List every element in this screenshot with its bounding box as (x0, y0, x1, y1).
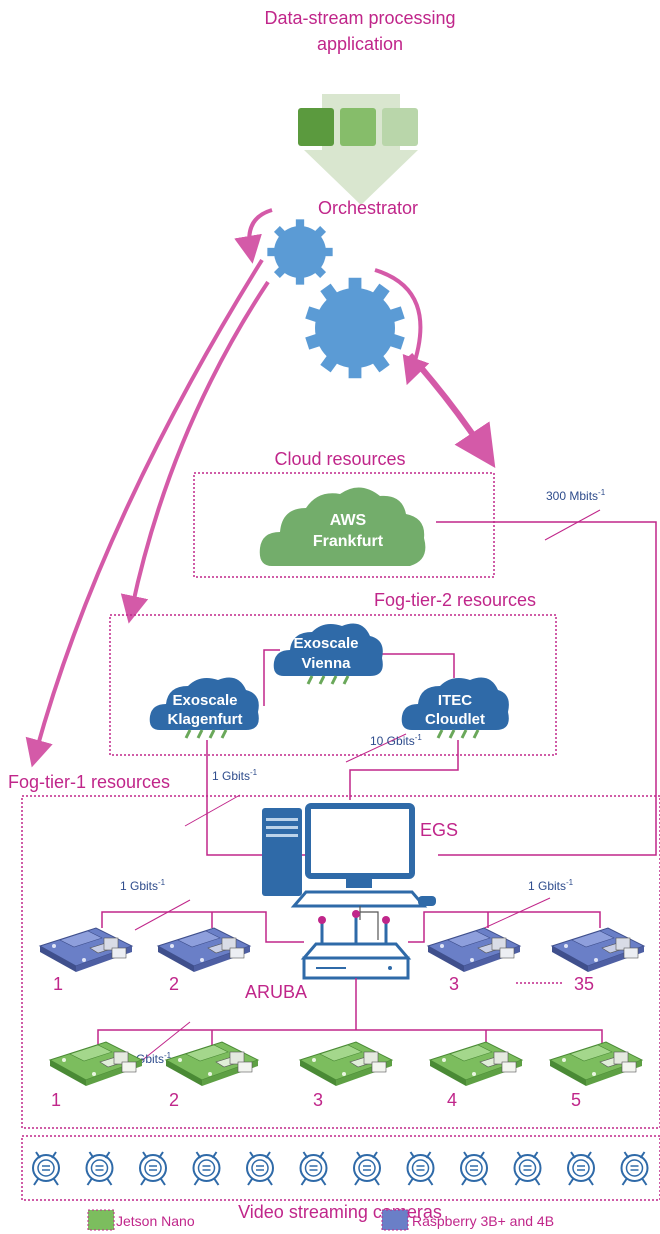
arrow-to-fog-tier-1 (25, 258, 264, 768)
application-icon (298, 94, 418, 205)
aws-label-line1: AWS (330, 512, 367, 529)
raspberry-pi-2 (157, 927, 251, 973)
orchestrator-label: Orchestrator (318, 198, 418, 218)
small-gear-icon (267, 219, 333, 285)
itec-label-line2: Cloudlet (425, 711, 485, 728)
aws-label-line2: Frankfurt (313, 533, 384, 550)
switch-rpi-right-link (408, 911, 601, 943)
jetson-nano-5 (549, 1041, 643, 1087)
jetson-nano-2 (165, 1041, 259, 1087)
cameras-box (21, 1135, 660, 1201)
left-rpi-bandwidth-label: 1 Gbits-1 (120, 878, 166, 893)
jetson-nano-1 (49, 1041, 143, 1087)
right-rpi-bandwidth-tick (479, 897, 551, 931)
camera-6-icon (299, 1151, 328, 1186)
orchestrator-gears-icon (267, 219, 405, 379)
aws-egs-link (436, 521, 657, 856)
itec-egs-link (349, 740, 459, 800)
arrow-to-cloud (407, 353, 496, 468)
jetson-label-5: 5 (571, 1090, 581, 1110)
itec-cloudlet-cloud-icon (401, 677, 509, 739)
camera-7-icon (353, 1151, 381, 1186)
vienna-label-line1: Exoscale (293, 635, 358, 652)
fog-tier-2-box (109, 614, 557, 756)
klagenfurt-label-line2: Klagenfurt (168, 711, 243, 728)
aws-frankfurt-cloud-icon (259, 487, 426, 566)
itec-label-line1: ITEC (438, 692, 472, 709)
klagenfurt-bandwidth-label: 1 Gbits-1 (212, 768, 258, 783)
orchestrator-rotate-arrow-large (374, 268, 430, 386)
legend-raspberry-swatch (381, 1209, 409, 1231)
jetson-label-4: 4 (447, 1090, 457, 1110)
large-gear-icon (305, 277, 405, 379)
camera-8-icon (406, 1151, 435, 1186)
fog-tier-2-label: Fog-tier-2 resources (374, 590, 536, 610)
jetson-nano-4 (429, 1041, 523, 1087)
rpi-label-2: 2 (169, 974, 179, 994)
raspberry-pi-35 (551, 927, 645, 973)
vienna-itec-link (374, 653, 455, 678)
jetson-label-3: 3 (313, 1090, 323, 1110)
camera-3-icon (139, 1151, 167, 1186)
camera-11-icon (567, 1151, 595, 1186)
klagenfurt-label-line1: Exoscale (172, 692, 237, 709)
application-title-line2: application (317, 34, 403, 54)
arrow-to-fog-tier-2 (120, 280, 270, 624)
rpi-label-3: 3 (449, 974, 459, 994)
application-title-line1: Data-stream processing (264, 8, 455, 28)
raspberry-pi-1 (39, 927, 133, 973)
jetson-nano-3 (299, 1041, 393, 1087)
jetson-bus (97, 1029, 603, 1048)
camera-9-icon (460, 1151, 488, 1186)
itec-bandwidth-label: 10 Gbits-1 (370, 733, 422, 748)
jetson-label-1: 1 (51, 1090, 61, 1110)
klagenfurt-bandwidth-tick (184, 794, 241, 827)
camera-row (32, 1151, 649, 1186)
rpi-label-35: 35 (574, 974, 594, 994)
orchestrator-rotate-arrow-small (234, 208, 273, 264)
egs-label: EGS (420, 820, 458, 840)
legend-raspberry-label: Raspberry 3B+ and 4B (412, 1213, 554, 1229)
camera-2-icon (85, 1151, 114, 1186)
legend-jetson-swatch (87, 1209, 115, 1231)
cloud-resources-label: Cloud resources (274, 449, 405, 469)
camera-12-icon (620, 1151, 649, 1186)
aruba-label: ARUBA (245, 982, 307, 1002)
fog-tier-1-box (21, 795, 660, 1129)
switch-rpi-left-link (101, 911, 304, 943)
raspberry-pi-3 (427, 927, 521, 973)
aws-bandwidth-label: 300 Mbits-1 (546, 488, 606, 503)
egs-switch-cable (360, 911, 379, 940)
cloud-resources-box (193, 472, 495, 578)
camera-10-icon (513, 1151, 542, 1186)
camera-5-icon (246, 1151, 274, 1186)
vienna-label-line2: Vienna (302, 655, 352, 672)
camera-4-icon (192, 1151, 221, 1186)
right-rpi-bandwidth-label: 1 Gbits-1 (528, 878, 574, 893)
rpi-label-1: 1 (53, 974, 63, 994)
exoscale-vienna-cloud-icon (273, 623, 383, 685)
itec-bandwidth-tick (345, 733, 407, 763)
legend-jetson-label: Jetson Nano (116, 1213, 195, 1229)
jetson-label-2: 2 (169, 1090, 179, 1110)
left-rpi-bandwidth-tick (134, 899, 191, 931)
aruba-switch-icon (300, 910, 412, 980)
fog-tier-1-label: Fog-tier-1 resources (8, 772, 170, 792)
aws-bandwidth-tick (544, 509, 601, 541)
klagenfurt-vienna-link (263, 649, 280, 706)
camera-1-icon (32, 1151, 60, 1186)
exoscale-klagenfurt-cloud-icon (149, 677, 259, 739)
jetson-bandwidth-tick (139, 1021, 191, 1063)
egs-computer-icon (262, 803, 436, 908)
